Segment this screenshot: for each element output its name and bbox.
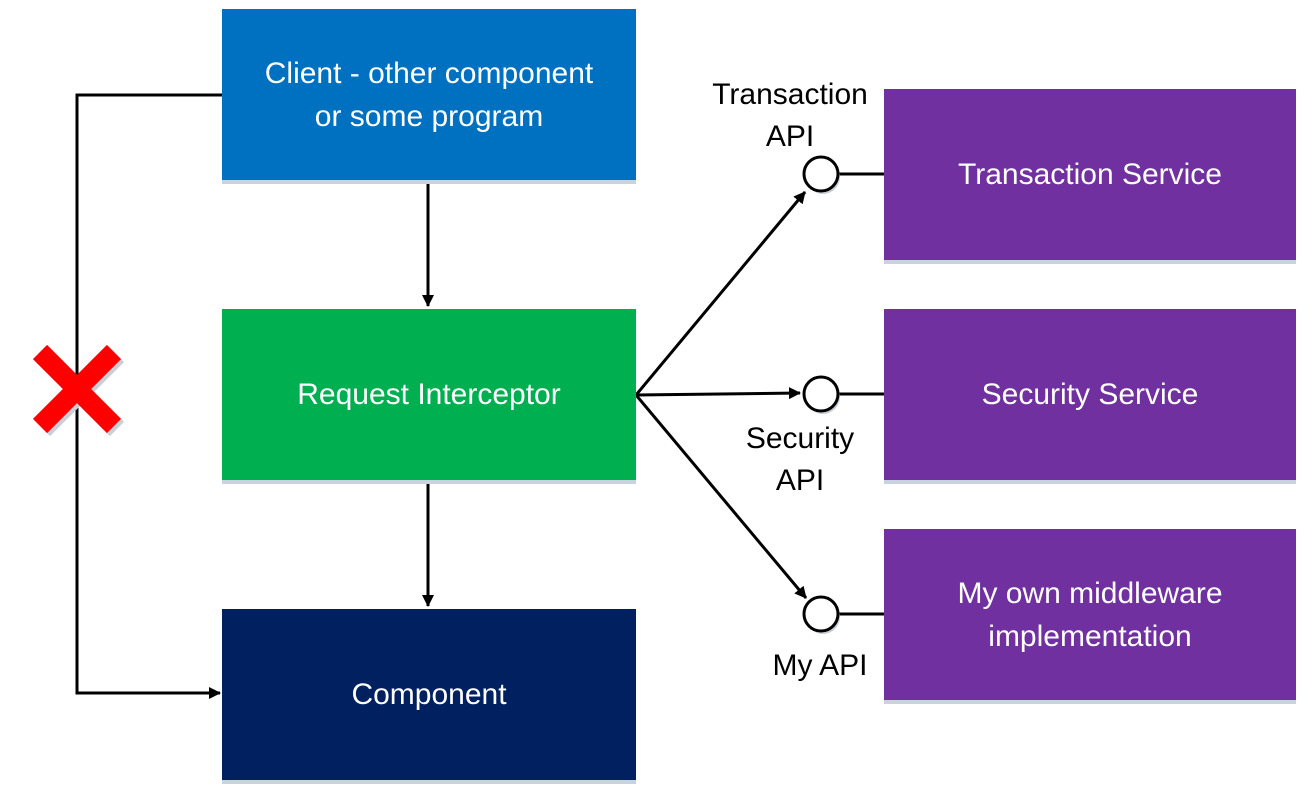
middleware-label: My own middleware implementation <box>957 576 1223 653</box>
security-service-label: Security Service <box>981 378 1199 411</box>
arrow-to-security-api <box>635 387 801 400</box>
security-service-box: Security Service <box>884 309 1296 480</box>
arrow-to-my-api <box>634 394 808 599</box>
request-interceptor-box: Request Interceptor <box>222 309 636 480</box>
red-x-icon <box>32 344 125 437</box>
security-api-icon <box>802 375 840 414</box>
transaction-service-label: Transaction Service <box>958 158 1222 191</box>
middleware-box: My own middleware implementation <box>884 529 1296 700</box>
request-interceptor-label: Request Interceptor <box>297 378 561 411</box>
component-label: Component <box>351 678 507 711</box>
transaction-api-icon <box>802 155 840 194</box>
arrow-to-transaction-api <box>634 191 807 396</box>
client-box: Client - other component or some program <box>222 9 636 180</box>
bypass-path <box>75 93 222 699</box>
transaction-service-box: Transaction Service <box>884 89 1296 260</box>
component-box: Component <box>222 609 636 780</box>
transaction-api-label: Transaction API <box>712 78 868 153</box>
my-api-icon <box>802 595 840 634</box>
client-box-label: Client - other component or some program <box>264 56 594 133</box>
my-api-label: My API <box>772 649 868 682</box>
security-api-label: Security API <box>745 422 855 497</box>
